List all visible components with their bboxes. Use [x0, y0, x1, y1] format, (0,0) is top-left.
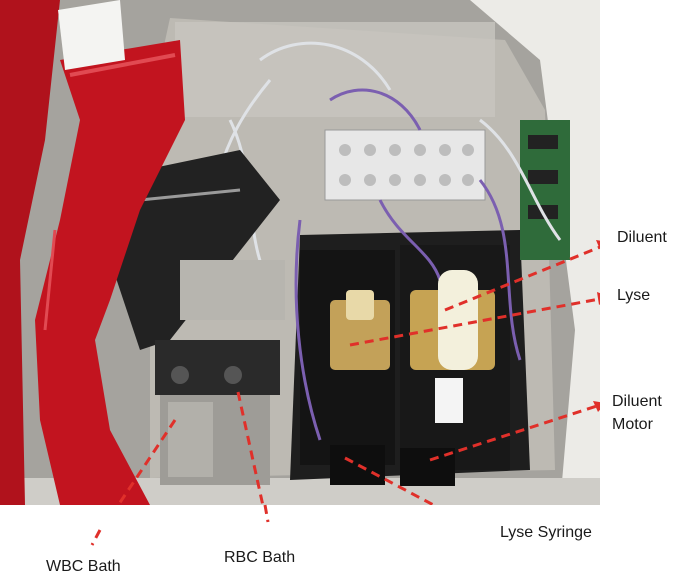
annotation-arrows	[116, 245, 600, 505]
diluent-syringe-barrel	[438, 270, 478, 370]
label-diluent-motor-line1: Diluent	[612, 393, 662, 410]
red-housing-left	[0, 0, 60, 505]
arrow-lyse	[349, 297, 600, 347]
arrowheads	[593, 240, 600, 412]
label-lyse-syringe: Lyse Syringe	[500, 524, 592, 541]
label-lyse: Lyse	[617, 287, 651, 304]
label-wbc-bath: WBC Bath	[46, 558, 121, 575]
label-diluent-motor: Diluent Motor	[612, 390, 662, 436]
red-housing-door	[35, 40, 185, 505]
arrow-rbc-bath	[236, 391, 265, 505]
valve-manifold	[324, 129, 486, 201]
analyzer-photo	[0, 0, 600, 505]
bath-housing	[180, 260, 285, 320]
lyse-motor	[330, 445, 385, 485]
label-rbc-bath: RBC Bath	[224, 549, 296, 566]
label-diluent-motor-line2: Motor	[612, 416, 653, 433]
arrow-diluent	[444, 245, 600, 312]
label-diluent: Diluent	[617, 229, 667, 246]
paper-tag	[58, 0, 125, 70]
arrow-lyse-syringe	[344, 456, 437, 505]
lyse-reservoir	[330, 300, 390, 370]
